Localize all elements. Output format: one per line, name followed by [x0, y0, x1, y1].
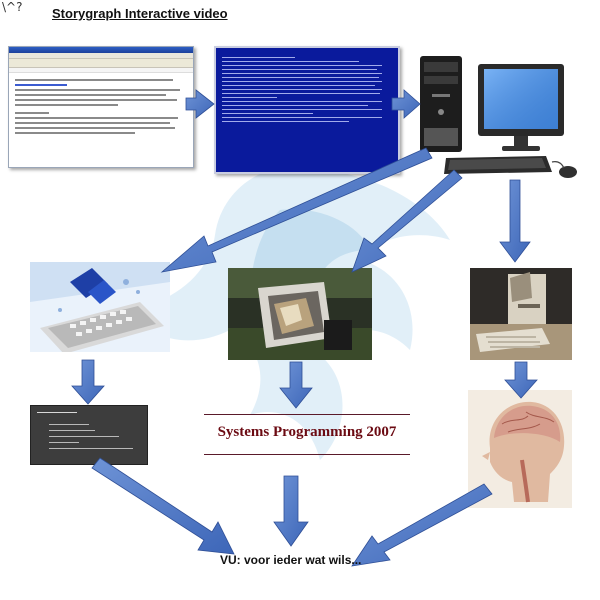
- arrow-anatomy-to-vu: [351, 483, 493, 567]
- desktop-computer-icon[interactable]: [418, 52, 590, 184]
- arrow-doc-to-terminal: [185, 89, 215, 119]
- systems-programming-node[interactable]: Systems Programming 2007: [204, 412, 410, 456]
- arrow-sp-to-vu: [273, 475, 309, 547]
- word-document-icon[interactable]: [8, 46, 194, 168]
- broken-crt-monitor-icon[interactable]: [228, 268, 372, 360]
- arrow-slide-to-vu: [91, 457, 235, 555]
- dos-terminal-icon[interactable]: [214, 46, 400, 174]
- arrow-computer-to-crt: [351, 169, 463, 273]
- arrow-keyboard-to-slide: [71, 359, 105, 405]
- arrow-crt-to-sp: [279, 361, 313, 409]
- arrow-computer-to-pc: [499, 179, 531, 263]
- arrow-computer-to-keyboard: [160, 147, 433, 273]
- page-title: Storygraph Interactive video: [52, 6, 228, 21]
- arrow-terminal-to-computer: [391, 89, 421, 119]
- arrow-pc-to-anatomy: [504, 361, 538, 399]
- presentation-slide-icon[interactable]: [30, 405, 148, 465]
- systems-programming-label: Systems Programming 2007: [217, 424, 397, 440]
- broken-pc-icon[interactable]: [470, 268, 572, 360]
- corner-mark: \^?: [2, 0, 23, 14]
- vu-caption[interactable]: VU: voor ieder wat wils...: [220, 553, 362, 567]
- broken-keyboard-icon[interactable]: [30, 262, 170, 352]
